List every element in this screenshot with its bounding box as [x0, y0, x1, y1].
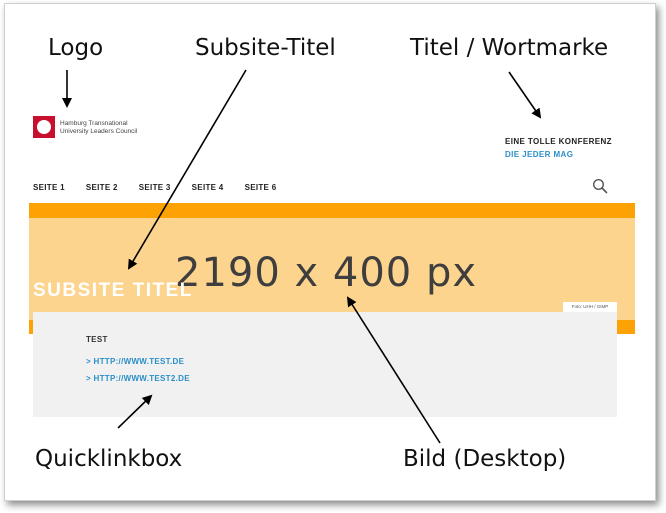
wordmark-title[interactable]: EINE TOLLE KONFERENZ — [505, 137, 612, 146]
logo-line-2: University Leaders Council — [60, 128, 138, 135]
nav-item-seite-2[interactable]: SEITE 2 — [85, 183, 118, 192]
annotation-subsite-title: Subsite-Titel — [195, 35, 336, 61]
wordmark-subtitle[interactable]: DIE JEDER MAG — [505, 150, 574, 159]
search-button[interactable] — [592, 178, 608, 194]
annotation-image: Bild (Desktop) — [403, 446, 567, 472]
quicklink-link-1[interactable]: > HTTP://WWW.TEST.DE — [86, 357, 185, 366]
logo-text: Hamburg Transnational University Leaders… — [60, 120, 137, 136]
logo-line-1: Hamburg Transnational — [60, 120, 128, 127]
nav-item-seite-1[interactable]: SEITE 1 — [33, 183, 65, 192]
annotation-wordmark: Titel / Wortmarke — [410, 35, 609, 61]
hero-top-bar — [29, 203, 635, 218]
annotation-quicklinkbox: Quicklinkbox — [35, 446, 183, 472]
main-navigation: SEITE 1 SEITE 2 SEITE 3 SEITE 4 SEITE 6 — [33, 183, 297, 192]
quicklink-heading: TEST — [86, 335, 108, 344]
search-icon — [592, 178, 608, 194]
quicklink-link-2[interactable]: > HTTP://WWW.TEST2.DE — [86, 374, 190, 383]
logo-icon[interactable] — [33, 116, 55, 138]
nav-item-seite-6[interactable]: SEITE 6 — [244, 183, 277, 192]
subsite-title: SUBSITE TITEL — [33, 280, 193, 301]
nav-item-seite-3[interactable]: SEITE 3 — [138, 183, 171, 192]
annotation-logo: Logo — [48, 35, 104, 61]
nav-item-seite-4[interactable]: SEITE 4 — [191, 183, 224, 192]
photo-credit: Foto: UHH / GIMP — [563, 302, 617, 312]
hero-size-label: 2190 x 400 px — [175, 250, 478, 296]
